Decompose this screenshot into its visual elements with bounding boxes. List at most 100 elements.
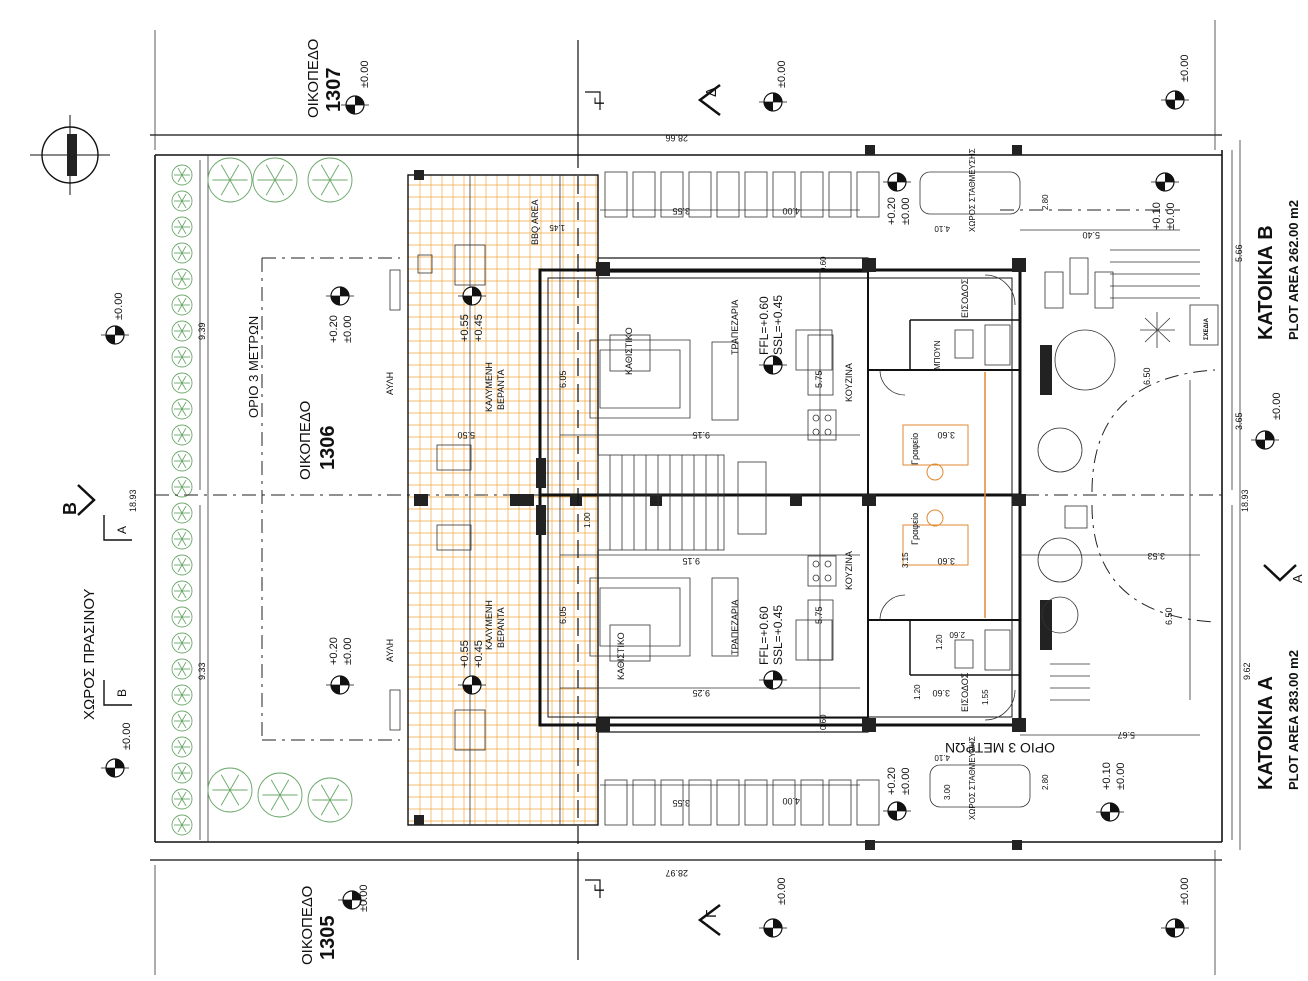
room-wc-b: ΜΠΟΥΝ: [933, 340, 942, 370]
dim-550: 5.50: [457, 430, 475, 440]
tree-icon: [171, 528, 193, 550]
veranda-level-a-1: +0.55: [459, 640, 471, 668]
zero-level-s2: ±0.00: [776, 878, 788, 905]
level-marker-icon: [759, 355, 787, 375]
staircase: [597, 454, 725, 551]
section-mark-c-s2: Γ: [703, 910, 720, 918]
room-dining-a: ΤΡΑΠΕΖΑΡΙΑ: [730, 600, 740, 655]
level-marker-icon: [883, 172, 911, 192]
veranda-level-b-2: +0.45: [473, 314, 485, 342]
room-entrance-b: ΕΙΣΟΔΟΣ: [960, 278, 970, 318]
tree-icon: [257, 772, 303, 818]
dim-280-b: 2.80: [1041, 194, 1050, 210]
tree-icon: [307, 157, 353, 203]
level-marker-icon: [1151, 172, 1179, 192]
tree-icon: [171, 190, 193, 212]
dim-360-a: 3.60: [937, 556, 955, 566]
plot-1306-label: ΟΙΚΟΠΕΔΟ: [297, 401, 314, 480]
dim-overall-e: 18.93: [1240, 489, 1250, 512]
level-marker-icon: [1251, 430, 1279, 450]
level-marker-icon: [883, 801, 911, 821]
dim-400-a: 4.00: [782, 796, 800, 806]
plot-1306-number: 1306: [317, 426, 339, 471]
dim-280-a: 2.80: [1041, 774, 1050, 790]
dim-overall-w: 18.93: [128, 489, 138, 512]
dim-915-b: 9.15: [692, 430, 710, 440]
level-marker-icon: [326, 675, 354, 695]
house-a-name: ΚΑΤΟΙΚΙΑ Α: [1255, 676, 1277, 790]
parking-b: ΧΩΡΟΣ ΣΤΑΘΜΕΥΣΗΣ: [968, 148, 977, 232]
dim-120-a: 1.20: [913, 684, 922, 700]
plot-1305-label: ΟΙΚΟΠΕΔΟ: [299, 886, 316, 965]
section-mark-a-e: A: [1290, 574, 1305, 583]
dim-355-b: 3.55: [672, 206, 690, 216]
zero-level-s1: ±0.00: [358, 885, 370, 912]
dim-060-a: 0.60: [819, 714, 828, 730]
plot-1307-number: 1307: [323, 68, 345, 113]
tree-icon: [171, 580, 193, 602]
parking-level-a-2: ±0.00: [900, 768, 912, 795]
dim-575-a: 5.75: [814, 606, 824, 624]
level-marker-icon: [1161, 90, 1189, 110]
section-arrows: [77, 84, 1297, 936]
dim-west-depth-a: 9.39: [197, 322, 207, 340]
dim-100: 1.00: [583, 512, 592, 528]
dim-300: 3.00: [943, 784, 952, 800]
plot-1305-number: 1305: [317, 916, 339, 961]
parking-level-b-2: ±0.00: [900, 198, 912, 225]
level-marker-icon: [1161, 918, 1189, 938]
tree-icon: [171, 502, 193, 524]
tree-icon: [171, 476, 193, 498]
ffl-a: FFL=+0.60: [757, 606, 771, 665]
tree-icon: [171, 762, 193, 784]
dim-353: 3.53: [1147, 551, 1165, 561]
ssl-b: SSL=+0.45: [771, 295, 785, 355]
dim-east-c: 9.62: [1242, 662, 1252, 680]
site-boundary: [150, 20, 1241, 975]
level-markers: [101, 90, 1279, 938]
zero-level-w1: ±0.00: [113, 293, 125, 320]
dim-410-a: 4.10: [934, 753, 950, 762]
level-marker-icon: [458, 675, 486, 695]
veranda-outline: [407, 174, 599, 826]
veranda-level-a-2: +0.45: [473, 640, 485, 668]
yard-level-a-1: +0.20: [328, 637, 340, 665]
tree-icon: [171, 216, 193, 238]
yard-a: ΑΥΛΗ: [385, 639, 395, 662]
east-level-b-1: +0.10: [1151, 202, 1163, 230]
tree-icon: [171, 242, 193, 264]
tree-icon: [207, 767, 253, 813]
bbq-label: BBQ AREA: [530, 199, 540, 245]
tree-icon: [171, 684, 193, 706]
dim-060-b: 0.60: [819, 256, 828, 272]
setback-label-west: ΟΡΙΟ 3 ΜΕΤΡΩΝ: [246, 316, 261, 418]
green-space-label: ΧΩΡΟΣ ΠΡΑΣΙΝΟΥ: [81, 588, 98, 720]
labels: ΟΙΚΟΠΕΔΟ 1307 ΟΙΚΟΠΕΔΟ 1306 ΟΙΚΟΠΕΔΟ 130…: [60, 39, 1305, 965]
dim-east-a: 5.66: [1234, 244, 1244, 262]
tree-icon: [171, 320, 193, 342]
veranda-a-2: ΒΕΡΑΝΤΑ: [496, 607, 506, 648]
level-marker-icon: [101, 758, 129, 778]
yard-level-b-2: ±0.00: [342, 316, 354, 343]
logo-text: ΣΧΕΔΙΑ: [1204, 317, 1210, 340]
parking-level-b-1: +0.20: [886, 197, 898, 225]
east-level-b-2: ±0.00: [1165, 203, 1177, 230]
dim-410-b: 4.10: [934, 224, 950, 233]
yard-level-a-2: ±0.00: [342, 638, 354, 665]
level-marker-icon: [341, 95, 369, 115]
zero-level-n2: ±0.00: [776, 61, 788, 88]
veranda-grid: [408, 175, 598, 825]
level-marker-icon: [458, 286, 486, 306]
house-a-area: PLOT AREA 283.00 m2: [1286, 650, 1301, 790]
veranda-a-1: ΚΑΛΥΜΕΝΗ: [484, 600, 494, 650]
tree-icon: [252, 157, 298, 203]
yard-level-b-1: +0.20: [328, 315, 340, 343]
dim-120-b: 1.20: [935, 634, 944, 650]
tree-icon: [171, 268, 193, 290]
section-mark-c-n: Γ: [591, 97, 607, 105]
zero-level-w2: ±0.00: [121, 723, 133, 750]
tree-icon: [171, 372, 193, 394]
tree-symbols: [171, 157, 353, 836]
section-mark-a-w: A: [115, 526, 129, 534]
